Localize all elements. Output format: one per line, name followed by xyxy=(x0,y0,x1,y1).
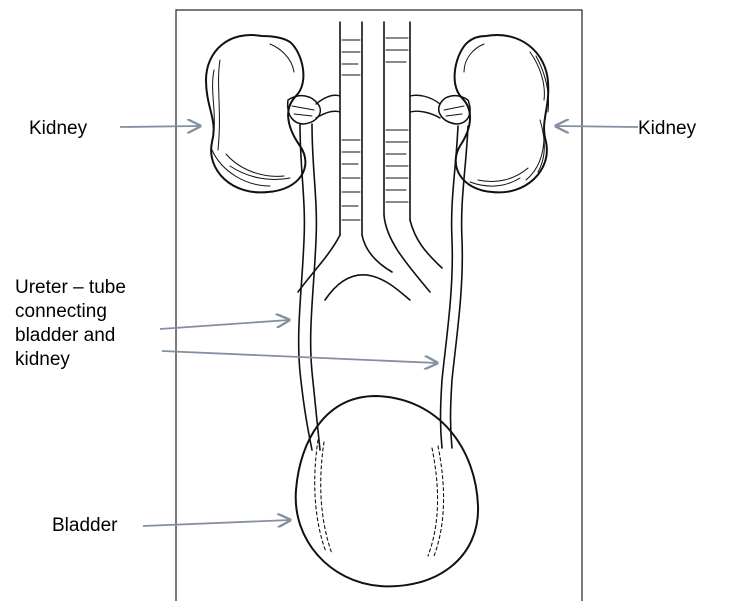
label-ureter: Ureter – tube connecting bladder and kid… xyxy=(15,276,126,372)
aorta xyxy=(340,22,362,235)
label-bladder: Bladder xyxy=(52,514,118,538)
arrow-kidney-left xyxy=(120,126,200,127)
illustration-frame xyxy=(176,10,582,601)
arrow-kidney-right xyxy=(556,126,638,127)
arrow-ureter-left xyxy=(160,320,289,329)
ureter-right xyxy=(441,126,469,448)
kidney-right xyxy=(410,35,549,192)
label-ureter-line-3: bladder and xyxy=(15,324,126,348)
illustration xyxy=(206,22,549,586)
label-ureter-line-4: kidney xyxy=(15,348,126,372)
pointer-arrows xyxy=(120,126,638,526)
label-ureter-line-2: connecting xyxy=(15,300,126,324)
ureter-left xyxy=(299,124,320,450)
iliac-bifurcation xyxy=(298,215,442,300)
kidney-left xyxy=(206,35,340,192)
label-kidney-left: Kidney xyxy=(29,117,87,141)
label-kidney-right: Kidney xyxy=(638,117,696,141)
vena-cava xyxy=(384,22,410,220)
arrow-bladder xyxy=(143,520,290,526)
label-ureter-line-1: Ureter – tube xyxy=(15,276,126,300)
